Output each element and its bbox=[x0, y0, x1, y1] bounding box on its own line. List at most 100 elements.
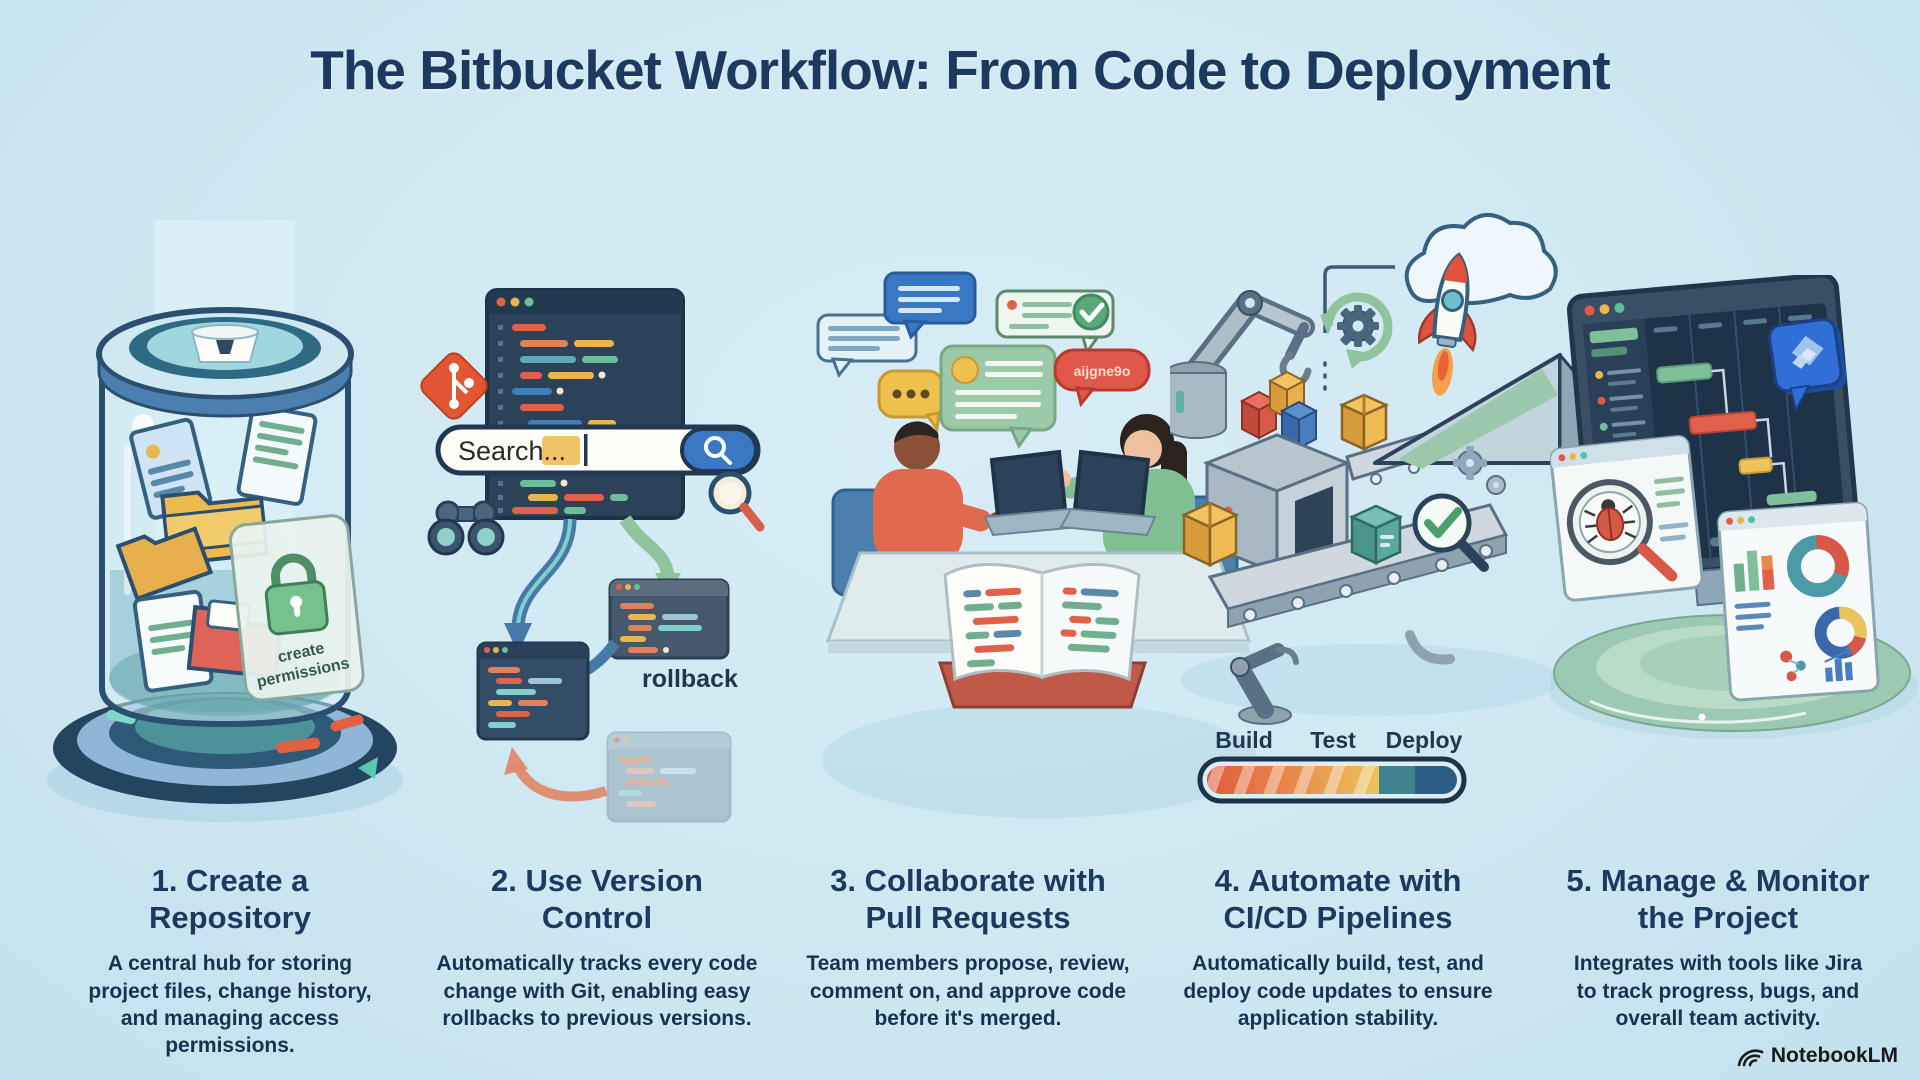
watermark-label: NotebookLM bbox=[1770, 1044, 1898, 1067]
step-2-heading-line1: 2. Use Version bbox=[491, 863, 703, 898]
jar-lid bbox=[96, 307, 354, 418]
search-bar: Search... bbox=[435, 424, 761, 476]
faded-commit-window bbox=[606, 731, 732, 823]
cycle-arrowhead bbox=[358, 757, 378, 779]
speech-bubble-approved: aijgne9o bbox=[1053, 348, 1151, 408]
donut-chart-teal bbox=[1786, 535, 1850, 598]
magnifier-icon bbox=[708, 471, 765, 532]
jira-badge bbox=[1768, 317, 1847, 413]
build-machine bbox=[1202, 433, 1352, 576]
approved-bubble-text: aijgne9o bbox=[1074, 363, 1131, 379]
lock-icon bbox=[264, 553, 329, 636]
stage-label-test: Test bbox=[1310, 727, 1356, 753]
robotic-arm bbox=[1170, 290, 1315, 439]
robotic-arm-small bbox=[1230, 643, 1299, 725]
bug-icon bbox=[1584, 499, 1637, 544]
package-box-teal bbox=[1348, 504, 1404, 565]
step-3-heading-line2: Pull Requests bbox=[865, 900, 1071, 936]
step-4-heading-line2: CI/CD Pipelines bbox=[1223, 900, 1453, 936]
step-2-heading-line2: Control bbox=[541, 900, 653, 936]
code-editor-window bbox=[485, 288, 685, 520]
package-box-left bbox=[1181, 501, 1239, 567]
speech-bubble-blue bbox=[883, 271, 977, 340]
version-control-scene: Search... bbox=[420, 288, 765, 823]
commit-window-right bbox=[608, 578, 730, 660]
package-box-upper bbox=[1338, 393, 1390, 451]
check-icon bbox=[1072, 293, 1110, 331]
build-cubes bbox=[1239, 370, 1319, 450]
notebooklm-logo-icon bbox=[1737, 1049, 1764, 1067]
laptop-left bbox=[983, 449, 1081, 537]
traffic-light-dots bbox=[496, 297, 534, 307]
ci-cycle-icon bbox=[1320, 292, 1393, 369]
pipeline-progress-bar bbox=[1197, 756, 1467, 804]
speech-bubble-typing bbox=[877, 369, 945, 433]
bitbucket-logo bbox=[190, 324, 260, 363]
step-4-heading-line1: 4. Automate with bbox=[1214, 863, 1462, 898]
step-1-heading-line2: Repository bbox=[149, 900, 311, 936]
watermark: NotebookLM bbox=[1737, 1044, 1898, 1068]
step-3-description: Team members propose, review, comment on… bbox=[806, 952, 1130, 1030]
lock-card: create permissions bbox=[228, 514, 365, 702]
scatter-chart-icon bbox=[1780, 650, 1806, 682]
binoculars-icon bbox=[427, 500, 505, 556]
gears-icon bbox=[1453, 446, 1506, 495]
bar-chart-icon bbox=[1733, 550, 1775, 592]
bug-report-panel bbox=[1550, 435, 1704, 602]
speech-bubble-outline bbox=[816, 313, 918, 378]
search-icon bbox=[704, 436, 732, 465]
step-1-description: A central hub for storing project files,… bbox=[88, 952, 372, 1058]
pipeline-stage-labels: Build Test Deploy bbox=[1215, 727, 1462, 753]
laptop-right bbox=[1059, 449, 1157, 537]
step-5-heading-line1: 5. Manage & Monitor bbox=[1566, 863, 1870, 898]
speech-bubble-review-check bbox=[995, 289, 1115, 356]
revert-arrow bbox=[504, 747, 608, 802]
page-title: The Bitbucket Workflow: From Code to Dep… bbox=[310, 39, 1611, 101]
jira-logo bbox=[1791, 335, 1824, 369]
step-2-description: Automatically tracks every code change w… bbox=[436, 952, 758, 1030]
stage-label-deploy: Deploy bbox=[1386, 727, 1463, 753]
text-highlight bbox=[542, 436, 580, 465]
step-1-heading-line1: 1. Create a bbox=[151, 863, 309, 898]
charts-panel bbox=[1717, 501, 1880, 702]
monitoring-illustration bbox=[1550, 275, 1920, 750]
step-4-description: Automatically build, test, and deploy co… bbox=[1183, 952, 1493, 1030]
step-3-heading-line1: 3. Collaborate with bbox=[830, 863, 1106, 898]
code-lines bbox=[498, 324, 628, 514]
monitoring-scene bbox=[1550, 275, 1918, 739]
dashed-bracket bbox=[1323, 265, 1395, 399]
white-document-icon bbox=[236, 404, 318, 506]
cicd-scene: Build Test Deploy bbox=[1170, 213, 1584, 804]
mini-bars-icon bbox=[1824, 647, 1853, 682]
hair-left bbox=[894, 421, 939, 443]
commit-window-left bbox=[476, 641, 590, 741]
step-5-description: Integrates with tools like Jira to track… bbox=[1573, 952, 1863, 1030]
book-code-lines-right bbox=[1060, 587, 1120, 653]
step-5-heading-line2: the Project bbox=[1637, 900, 1799, 936]
bug-magnifier-icon bbox=[1566, 479, 1678, 582]
scene-shadow bbox=[1180, 644, 1560, 716]
donut-chart-blue bbox=[1814, 606, 1867, 659]
cube-red bbox=[1239, 390, 1279, 440]
code-book bbox=[937, 562, 1148, 709]
developer-left bbox=[873, 421, 1006, 565]
rocket-icon bbox=[1417, 252, 1477, 396]
check-icon bbox=[1424, 507, 1462, 538]
cicd-illustration: Build Test Deploy bbox=[1170, 205, 1615, 850]
gear-icon bbox=[1337, 305, 1379, 347]
branch-arrow-blue bbox=[504, 518, 577, 653]
stage-label-build: Build bbox=[1215, 727, 1273, 753]
version-control-illustration: Search... bbox=[420, 235, 820, 835]
search-input-text: Search... bbox=[458, 436, 566, 466]
